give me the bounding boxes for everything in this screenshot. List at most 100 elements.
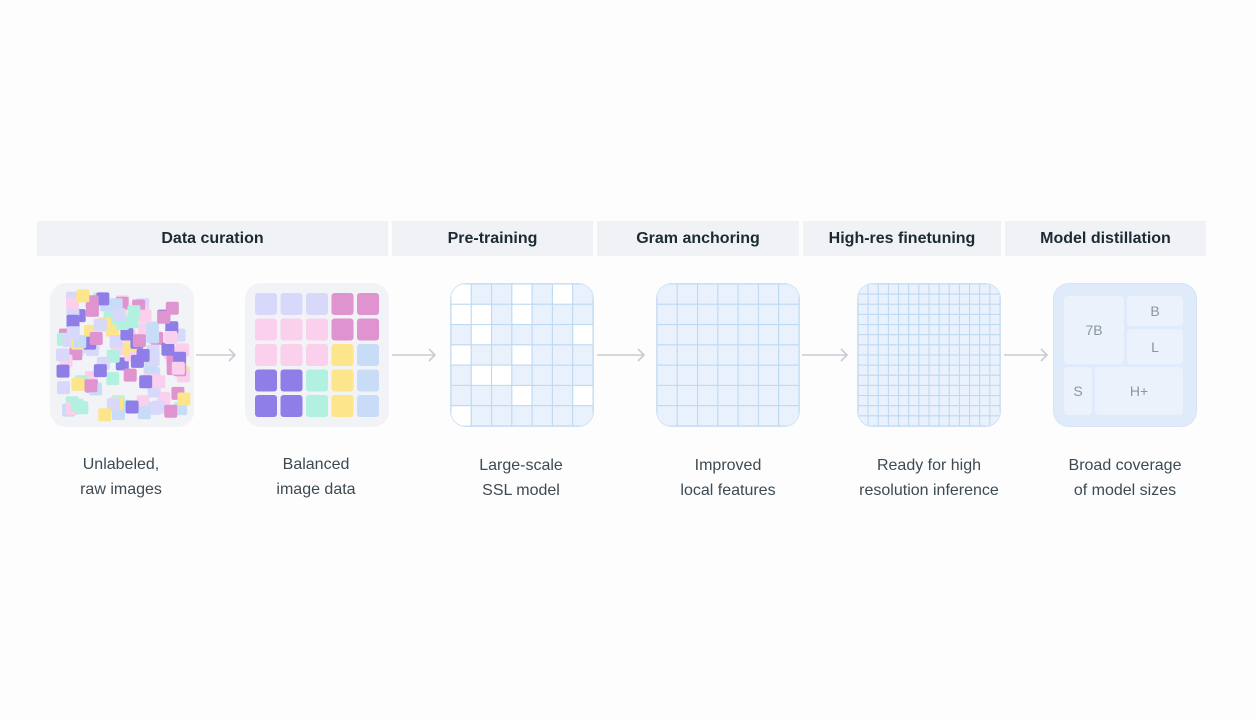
grid-cell [877, 303, 889, 315]
image-thumbnail [76, 289, 90, 303]
grid-cell [877, 374, 889, 386]
grid-cell [451, 405, 472, 426]
grid-cell [531, 344, 553, 366]
grid-cell [958, 324, 971, 336]
grid-cell [887, 324, 900, 336]
grid-cell [551, 344, 574, 366]
caption-line: raw images [80, 481, 162, 498]
image-thumbnail [93, 318, 107, 332]
grid-cell [717, 405, 739, 426]
image-group [255, 293, 277, 315]
image-thumbnail [125, 400, 139, 414]
grid-cell [918, 344, 930, 356]
grid-cell [572, 344, 593, 366]
grid-cell [572, 364, 593, 386]
grid-cell [958, 374, 971, 386]
grid-cell [928, 354, 940, 366]
grid-cell [778, 344, 799, 366]
image-thumbnail [106, 398, 120, 412]
image-group [357, 395, 379, 417]
balanced-data-grid [255, 293, 379, 417]
grid-cell [858, 293, 869, 305]
grid-cell [938, 384, 950, 397]
grid-cell [898, 374, 910, 386]
grid-cell [867, 334, 879, 346]
grid-cell [928, 313, 940, 326]
image-thumbnail [164, 331, 178, 344]
grid-cell [887, 415, 900, 426]
image-group [306, 369, 328, 392]
grid-cell [551, 384, 574, 407]
image-thumbnail [71, 377, 85, 391]
grid-cell [858, 303, 869, 315]
grid-cell [989, 405, 1000, 417]
image-thumbnail [120, 327, 134, 341]
grid-cell [908, 334, 920, 346]
grid-cell [958, 354, 971, 366]
grid-cell [470, 405, 493, 426]
raw-images-scatter [56, 289, 191, 422]
ssl-model-tile [450, 283, 594, 427]
grid-cell [877, 344, 889, 356]
image-group [280, 344, 303, 366]
image-thumbnail [56, 348, 69, 362]
grid-cell [858, 354, 869, 366]
image-group [306, 395, 328, 417]
grid-cell [928, 364, 940, 376]
grid-cell [989, 374, 1000, 386]
grid-cell [989, 364, 1000, 376]
grid-cell [867, 415, 879, 426]
image-thumbnail [138, 309, 152, 323]
grid-cell [451, 344, 472, 366]
image-thumbnail [75, 401, 89, 415]
grid-cell [958, 293, 971, 305]
grid-cell [989, 324, 1000, 336]
grid-cell [757, 384, 780, 407]
grid-cell [969, 344, 981, 356]
grid-cell [979, 415, 991, 426]
grid-cell [877, 395, 889, 407]
grid-cell [948, 395, 960, 407]
grid-cell [958, 364, 971, 376]
image-thumbnail [146, 353, 160, 367]
image-thumbnail [125, 315, 139, 329]
grid-cell [979, 313, 991, 326]
grid-cell [898, 313, 910, 326]
caption-line: Ready for high [876, 457, 982, 474]
grid-cell [451, 284, 472, 305]
arrow-icon [597, 348, 646, 362]
grid-cell [551, 324, 574, 346]
grid-cell [551, 303, 574, 326]
grid-cell [948, 324, 960, 336]
grid-cell [979, 395, 991, 407]
model-size-l: L [1127, 329, 1183, 364]
grid-cell [938, 405, 950, 417]
header-model-distillation: Model distillation [1005, 221, 1206, 256]
caption-line: of model sizes [1073, 482, 1177, 499]
grid-cell [908, 354, 920, 366]
grid-cell [958, 313, 971, 326]
grid-cell [697, 364, 719, 386]
grid-cell [969, 293, 981, 305]
header-pre-training: Pre-training [392, 221, 593, 256]
grid-cell [958, 303, 971, 315]
grid-cell [451, 324, 472, 346]
grid-cell [657, 384, 678, 407]
grid-cell [898, 405, 910, 417]
grid-cell [676, 364, 699, 386]
grid-cell [737, 284, 759, 305]
grid-cell [858, 344, 869, 356]
local-features-tile [656, 283, 800, 427]
image-thumbnail [93, 364, 107, 378]
grid-cell [989, 303, 1000, 315]
grid-cell [989, 384, 1000, 397]
grid-cell [470, 344, 493, 366]
grid-cell [989, 313, 1000, 326]
grid-cell [887, 364, 900, 376]
image-group [331, 293, 354, 315]
grid-cell [979, 405, 991, 417]
image-group [255, 344, 277, 366]
grid-cell [858, 334, 869, 346]
image-thumbnail [123, 368, 137, 382]
grid-cell [969, 384, 981, 397]
